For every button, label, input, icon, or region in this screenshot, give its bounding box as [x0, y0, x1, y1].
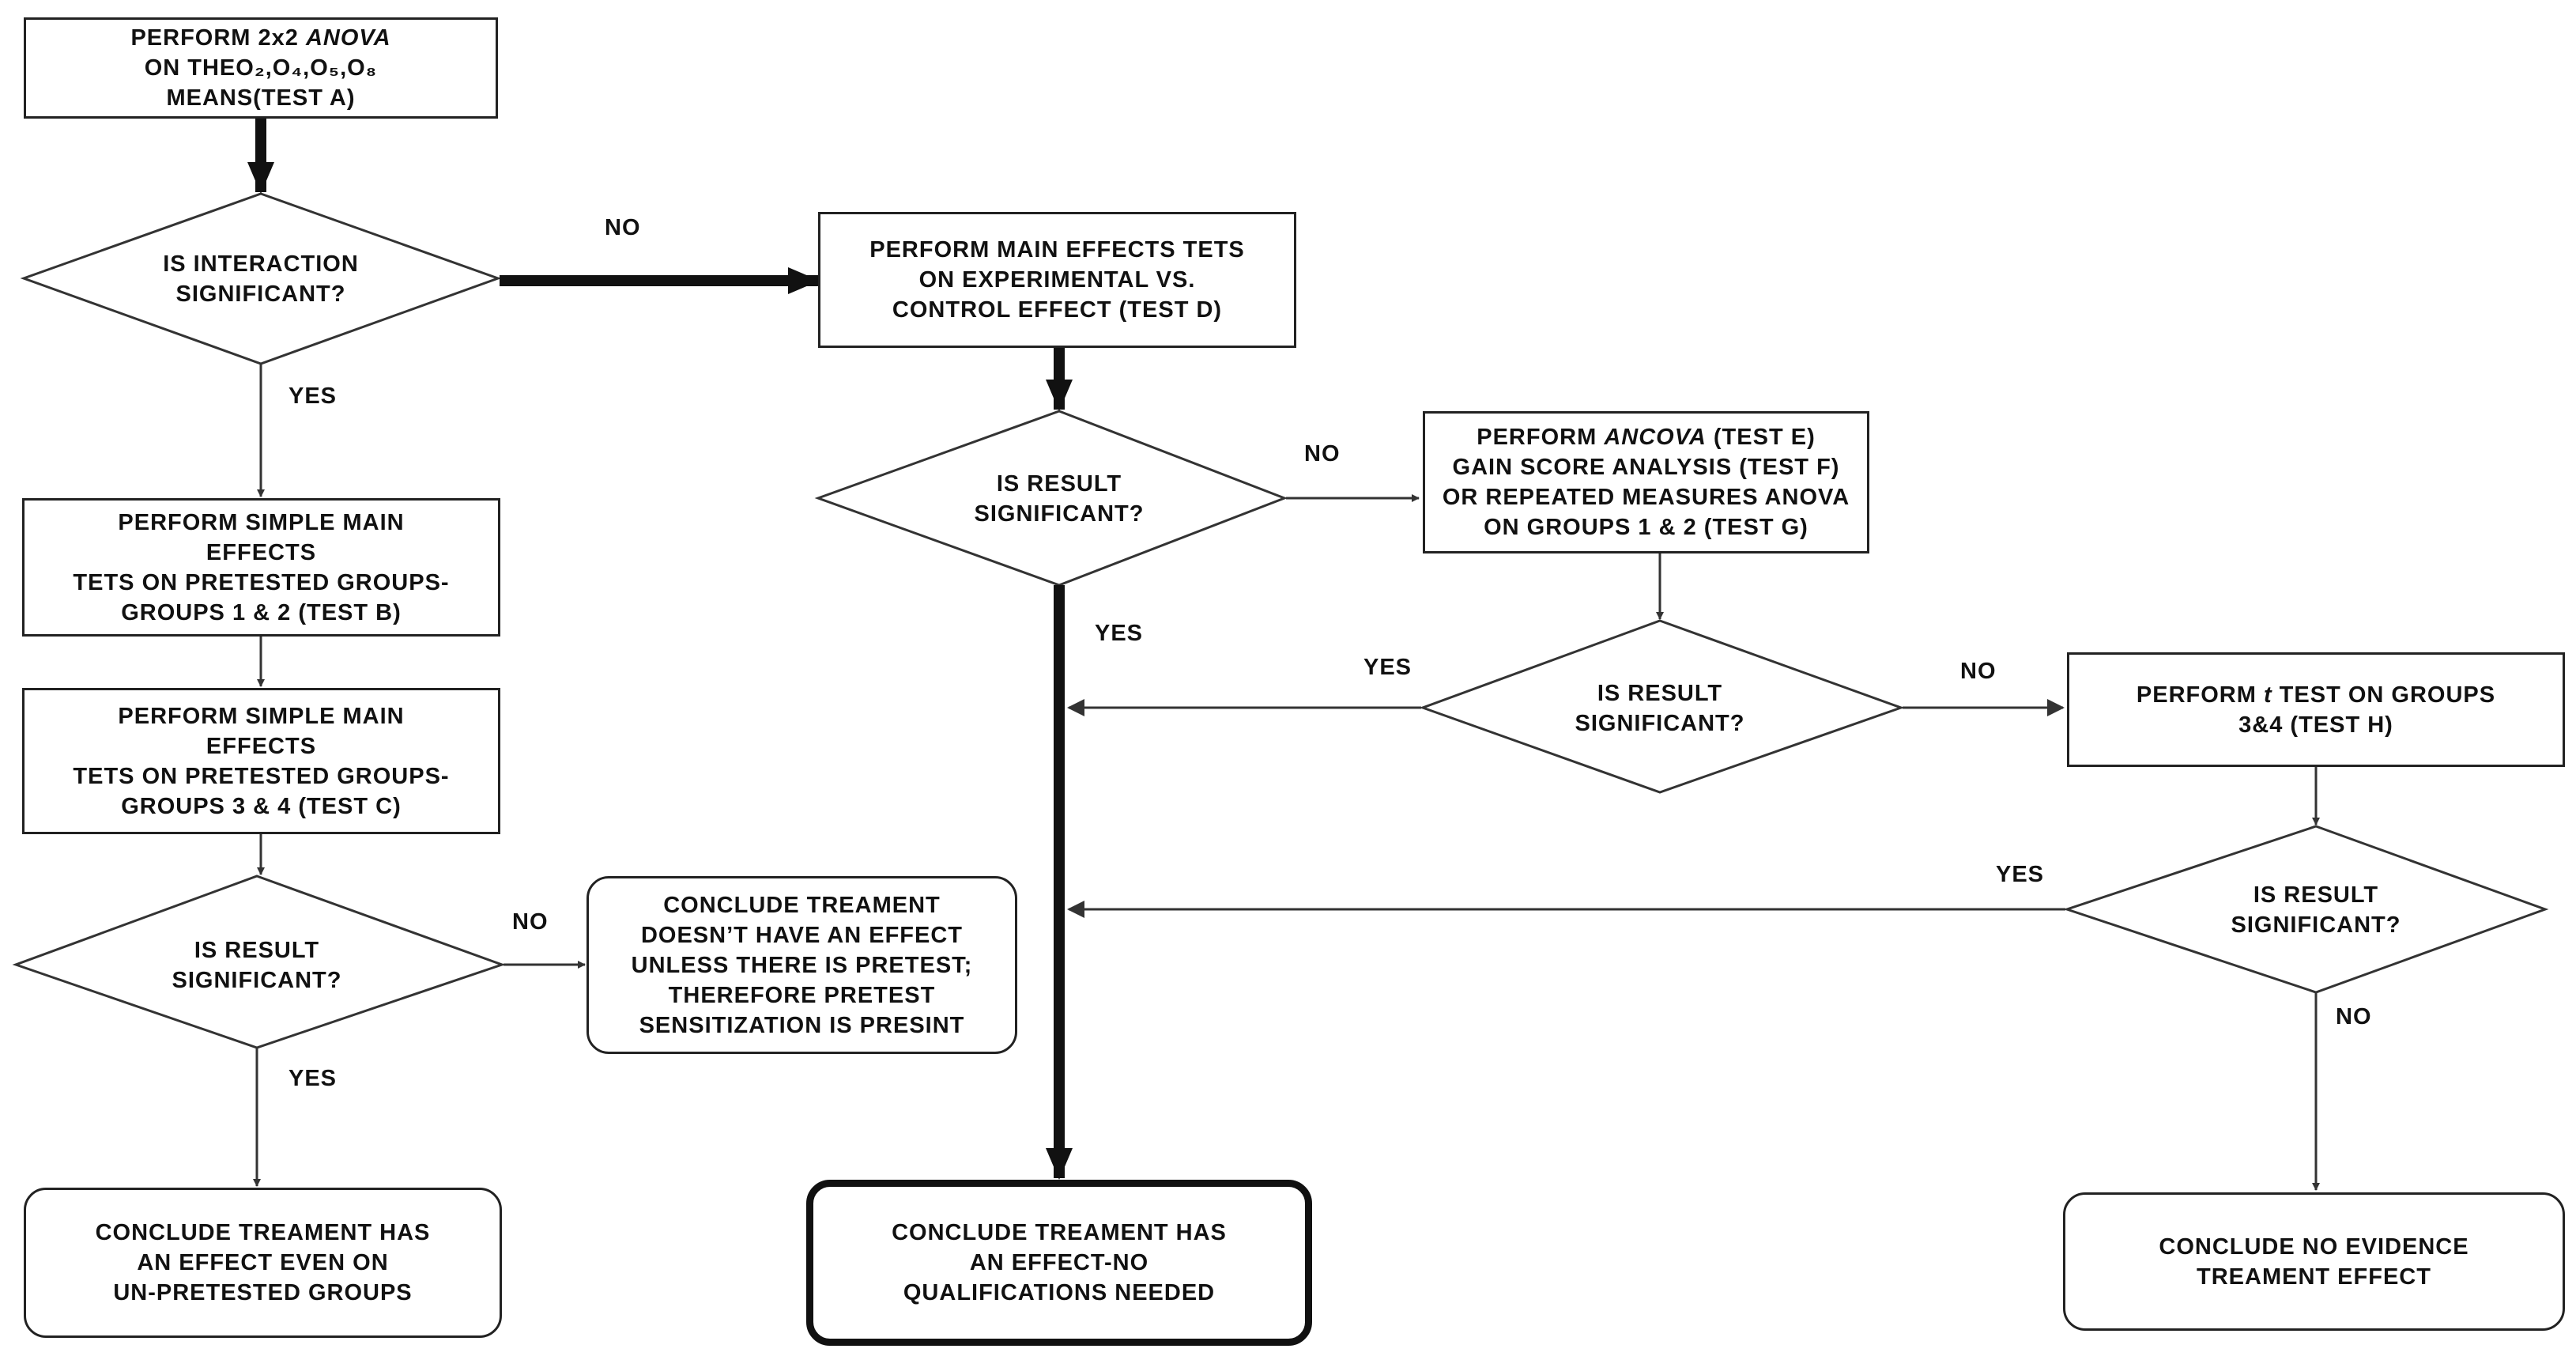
ttest-text: PERFORM t TEST ON GROUPS 3&4 (TEST H): [2136, 682, 2496, 738]
label-left-yes: YES: [289, 1066, 338, 1091]
effect-no-qualifications-text: CONCLUDE TREAMENT HAS AN EFFECT-NO QUALI…: [892, 1220, 1227, 1305]
no-evidence-box: CONCLUDE NO EVIDENCE TREAMENT EFFECT: [2063, 1192, 2565, 1331]
effect-no-qualifications-box: CONCLUDE TREAMENT HAS AN EFFECT-NO QUALI…: [806, 1180, 1312, 1346]
label-center-yes: YES: [1095, 621, 1144, 646]
decision-left-text: IS RESULT SIGNIFICANT?: [172, 937, 342, 993]
start-anova-text: PERFORM 2x2 ANOVA ON THEO₂,O₄,O₅,O₈ MEAN…: [130, 25, 391, 111]
simple-effects-c-box: PERFORM SIMPLE MAIN EFFECTS TETS ON PRET…: [22, 688, 500, 834]
effect-unpretested-text: CONCLUDE TREAMENT HAS AN EFFECT EVEN ON …: [95, 1220, 431, 1305]
start-anova-box: PERFORM 2x2 ANOVA ON THEO₂,O₄,O₅,O₈ MEAN…: [24, 17, 498, 119]
label-interaction-no: NO: [605, 215, 641, 240]
ancova-box: PERFORM ANCOVA (TEST E) GAIN SCORE ANALY…: [1423, 411, 1869, 553]
simple-effects-b-text: PERFORM SIMPLE MAIN EFFECTS TETS ON PRET…: [73, 509, 450, 625]
pretest-conclusion-text: CONCLUDE TREAMENT DOESN’T HAVE AN EFFECT…: [631, 892, 973, 1038]
label-right-yes: YES: [1996, 862, 2045, 887]
effect-unpretested-box: CONCLUDE TREAMENT HAS AN EFFECT EVEN ON …: [24, 1188, 502, 1338]
decision-interaction-text: IS INTERACTION SIGNIFICANT?: [163, 251, 359, 307]
label-mid-yes: YES: [1363, 655, 1412, 680]
main-effects-box: PERFORM MAIN EFFECTS TETS ON EXPERIMENTA…: [818, 212, 1296, 348]
no-evidence-text: CONCLUDE NO EVIDENCE TREAMENT EFFECT: [2159, 1233, 2469, 1290]
decision-center-text: IS RESULT SIGNIFICANT?: [974, 470, 1145, 527]
decision-mid-shape: [1419, 619, 1905, 794]
main-effects-text: PERFORM MAIN EFFECTS TETS ON EXPERIMENTA…: [869, 237, 1245, 323]
label-center-no: NO: [1304, 441, 1341, 467]
label-right-no: NO: [2336, 1004, 2372, 1029]
label-mid-no: NO: [1960, 659, 1997, 684]
label-left-no: NO: [512, 909, 549, 935]
pretest-conclusion-box: CONCLUDE TREAMENT DOESN’T HAVE AN EFFECT…: [586, 876, 1017, 1054]
simple-effects-c-text: PERFORM SIMPLE MAIN EFFECTS TETS ON PRET…: [73, 703, 450, 819]
simple-effects-b-box: PERFORM SIMPLE MAIN EFFECTS TETS ON PRET…: [22, 498, 500, 637]
decision-mid-text: IS RESULT SIGNIFICANT?: [1575, 680, 1745, 736]
decision-right-text: IS RESULT SIGNIFICANT?: [2231, 882, 2401, 938]
ancova-text: PERFORM ANCOVA (TEST E) GAIN SCORE ANALY…: [1442, 425, 1850, 540]
label-interaction-yes: YES: [289, 383, 338, 409]
ttest-box: PERFORM t TEST ON GROUPS 3&4 (TEST H): [2067, 652, 2565, 767]
